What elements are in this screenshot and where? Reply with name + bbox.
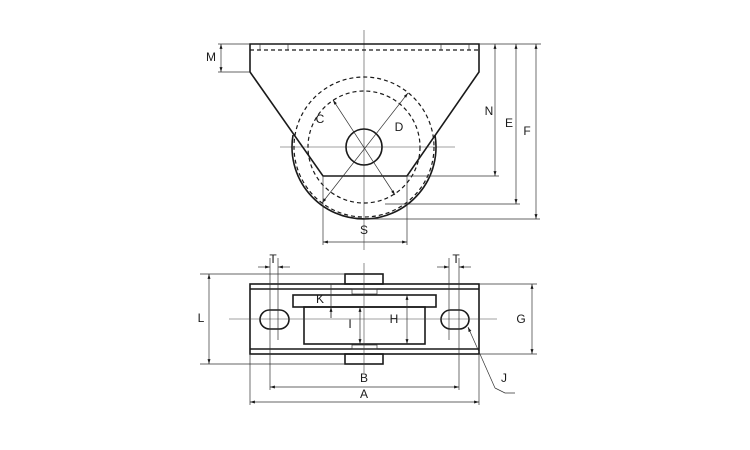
- label-c: C: [316, 112, 325, 126]
- wheel-body: [303, 306, 426, 345]
- label-t-left: T: [269, 252, 277, 266]
- front-view: C D M N E F S: [206, 30, 541, 250]
- label-b: B: [360, 371, 368, 385]
- plan-view: T T L G K I H J B A: [198, 252, 537, 405]
- mounting-slot-right: [440, 309, 470, 330]
- wheel-inner-hidden-circle: [307, 90, 421, 204]
- label-a: A: [360, 387, 368, 401]
- label-t-right: T: [452, 252, 460, 266]
- label-d: D: [395, 120, 404, 134]
- label-s: S: [360, 223, 368, 237]
- wheel-hidden-circle: [293, 76, 435, 218]
- label-k: K: [316, 292, 324, 306]
- label-g: G: [516, 312, 525, 326]
- label-f: F: [523, 124, 530, 138]
- label-j: J: [501, 371, 507, 385]
- label-l: L: [198, 311, 205, 325]
- wheel-flange: [292, 294, 437, 308]
- mounting-slot-left: [259, 309, 290, 330]
- label-n: N: [485, 104, 494, 118]
- dimension-j-leader: [467, 326, 496, 389]
- label-h: H: [390, 312, 399, 326]
- label-e: E: [505, 116, 513, 130]
- bracket-outline: [249, 43, 480, 177]
- label-i: I: [348, 317, 351, 331]
- dimension-d-line: [321, 92, 409, 204]
- label-m: M: [206, 50, 216, 64]
